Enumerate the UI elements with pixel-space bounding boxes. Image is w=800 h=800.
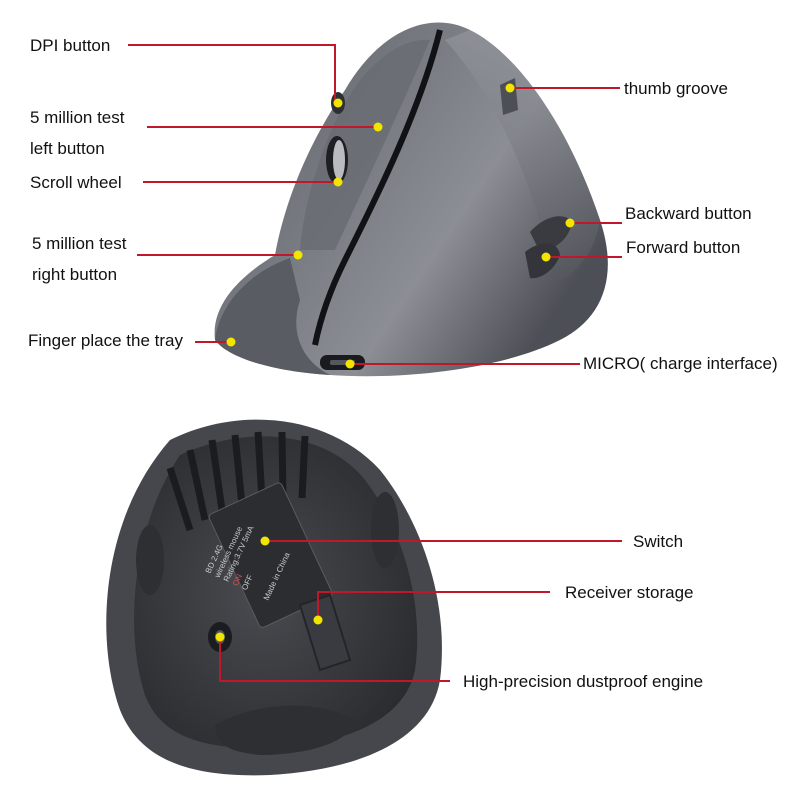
callout-dot-dpi-button bbox=[333, 98, 343, 108]
label-switch: Switch bbox=[633, 532, 684, 551]
label-finger-tray: Finger place the tray bbox=[28, 331, 183, 350]
leader-line-engine bbox=[219, 637, 450, 682]
callout-dot-left-button bbox=[373, 122, 383, 132]
label-scroll-wheel: Scroll wheel bbox=[30, 173, 122, 192]
callout-dot-right-button bbox=[293, 250, 303, 260]
callout-dot-thumb-groove bbox=[505, 83, 515, 93]
label-forward-button: Forward button bbox=[626, 238, 741, 257]
callout-leaders bbox=[128, 44, 622, 682]
leader-line-dpi-button bbox=[128, 44, 336, 103]
top-view-mouse bbox=[214, 22, 608, 377]
label-thumb-groove: thumb groove bbox=[624, 79, 728, 98]
leader-line-receiver-storage bbox=[317, 591, 550, 620]
label-left-button: 5 million test left button bbox=[30, 108, 125, 158]
callout-dot-engine bbox=[215, 632, 225, 642]
label-micro-port: MICRO( charge interface) bbox=[583, 354, 778, 373]
label-dpi-button: DPI button bbox=[30, 36, 111, 55]
callout-dot-scroll-wheel bbox=[333, 177, 343, 187]
bottom-view-mouse bbox=[106, 419, 442, 776]
callout-dot-forward-button bbox=[541, 252, 551, 262]
label-backward-button: Backward button bbox=[625, 204, 752, 223]
callout-dot-switch bbox=[260, 536, 270, 546]
label-right-button: 5 million test right button bbox=[32, 234, 127, 284]
label-receiver-storage: Receiver storage bbox=[565, 583, 694, 602]
grip-ribs bbox=[166, 431, 309, 532]
callout-dot-receiver-storage bbox=[313, 615, 323, 625]
label-engine: High-precision dustproof engine bbox=[463, 672, 704, 691]
callout-dot-micro-port bbox=[345, 359, 355, 369]
callout-dot-finger-tray bbox=[226, 337, 236, 347]
label-sticker bbox=[208, 482, 333, 628]
callout-dot-backward-button bbox=[565, 218, 575, 228]
